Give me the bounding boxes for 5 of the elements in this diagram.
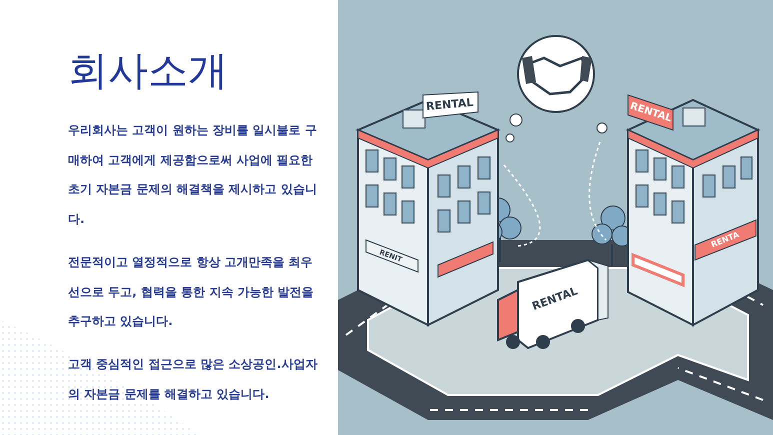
- sign-text: RENTAL: [426, 96, 474, 114]
- paragraph: 우리회사는 고객이 원하는 장비를 일시불로 구매하여 고객에게 제공함으로써 사업에 필요한 초기 자본금 문제의 해결책을 제시하고 있습니다.: [68, 122, 318, 228]
- paragraph: 전문적이고 열정적으로 항상 고개만족을 최우선으로 두고, 협력을 통한 지속 가능한 발전을 추구하고 있습니다.: [68, 254, 315, 330]
- title: 회사소개: [68, 47, 228, 96]
- paragraph: 고객 중심적인 접근으로 많은 소상공인.사업자의 자본금 문제를 해결하고 있습니다.: [68, 356, 318, 402]
